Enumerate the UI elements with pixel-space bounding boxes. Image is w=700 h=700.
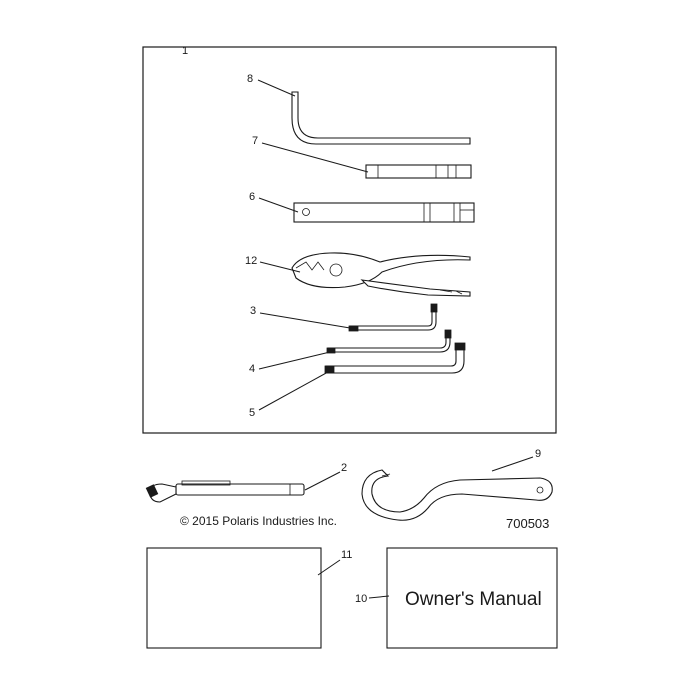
copyright-text: © 2015 Polaris Industries Inc. — [180, 514, 337, 528]
callout-6: 6 — [249, 191, 255, 203]
tool-kit-frame — [142, 46, 557, 434]
callout-8: 8 — [247, 73, 253, 85]
part-8-hex-key — [291, 91, 471, 145]
part-4-hex-key-medium — [326, 329, 452, 354]
drawing-number: 700503 — [506, 516, 549, 531]
leader-12 — [259, 261, 301, 273]
callout-3: 3 — [250, 305, 256, 317]
part-10-owners-manual — [386, 547, 558, 649]
callout-12: 12 — [245, 255, 257, 267]
callout-9: 9 — [535, 448, 541, 460]
leader-8 — [257, 79, 296, 97]
leader-5 — [258, 371, 329, 411]
part-12-pliers — [291, 252, 471, 297]
leader-9 — [491, 456, 534, 472]
callout-1: 1 — [182, 45, 188, 57]
part-2-screwdriver — [145, 480, 305, 503]
part-5-hex-key-large — [324, 342, 466, 374]
leader-7 — [261, 142, 369, 173]
part-11-document — [146, 547, 322, 649]
callout-11: 11 — [341, 549, 352, 561]
part-3-hex-key-small — [348, 303, 438, 332]
callout-4: 4 — [249, 363, 255, 375]
part-6-spark-plug-wrench — [293, 202, 475, 223]
leader-11 — [317, 559, 341, 576]
leader-6 — [258, 197, 299, 213]
leader-3 — [259, 312, 351, 329]
callout-2: 2 — [341, 462, 347, 474]
callout-5: 5 — [249, 407, 255, 419]
leader-10 — [368, 595, 390, 599]
owners-manual-label: Owner's Manual — [405, 589, 542, 610]
part-7-socket-extension — [365, 164, 472, 179]
part-9-spanner-wrench — [361, 469, 553, 521]
leader-2 — [304, 471, 341, 491]
leader-4 — [258, 351, 331, 370]
callout-7: 7 — [252, 135, 258, 147]
callout-10: 10 — [355, 593, 367, 605]
